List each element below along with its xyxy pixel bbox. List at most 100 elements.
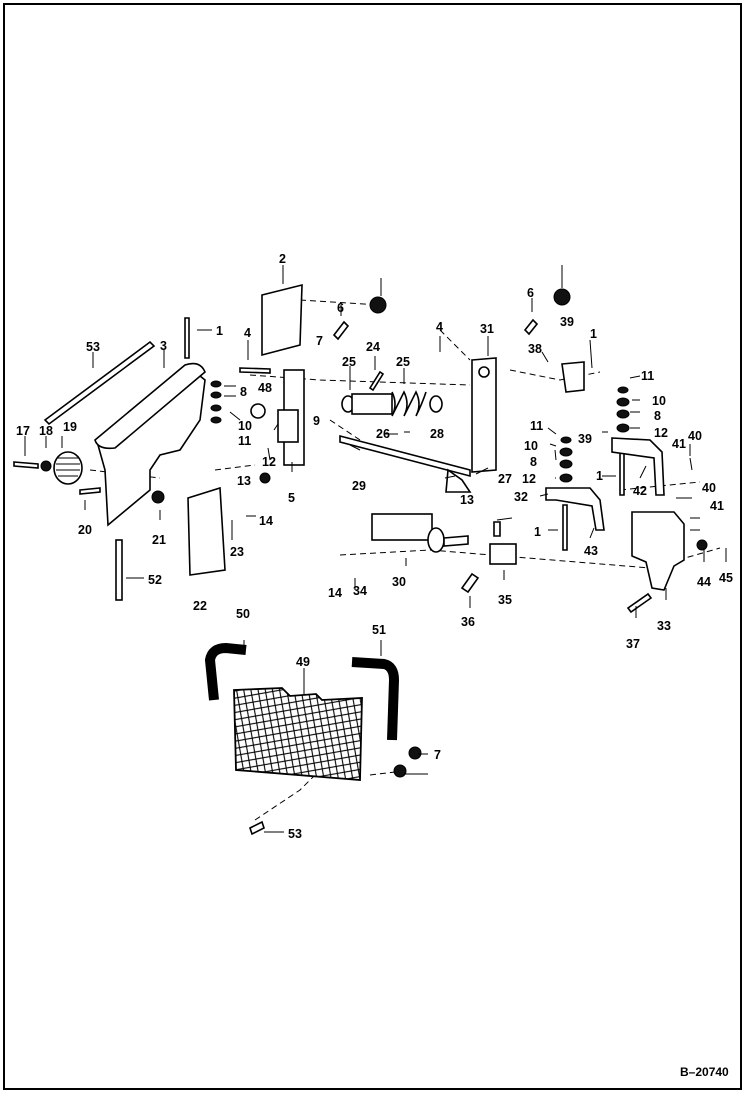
callout-1d: 1 bbox=[534, 525, 541, 539]
callout-14b: 14 bbox=[328, 586, 342, 600]
part-22-bolt bbox=[368, 370, 385, 392]
spacers-right bbox=[559, 386, 630, 483]
part-33-block bbox=[489, 543, 517, 565]
callout-45: 49 bbox=[296, 655, 310, 669]
callout-31: 33 bbox=[657, 619, 671, 633]
callout-10c: 10 bbox=[524, 439, 538, 453]
callouts: 53 3 1 2 4 6 7 24 25 25 48 8 10 11 9 12 … bbox=[16, 252, 733, 841]
callout-6: 6 bbox=[337, 301, 344, 315]
callout-1: 1 bbox=[216, 324, 223, 338]
part-53-grommet-b bbox=[553, 288, 571, 306]
part-19-nut bbox=[151, 490, 165, 504]
callout-6b: 6 bbox=[527, 286, 534, 300]
callout-9: 9 bbox=[313, 414, 320, 428]
part-46-hose-right bbox=[351, 657, 400, 741]
callout-10b: 10 bbox=[652, 394, 666, 408]
callout-22: 24 bbox=[366, 340, 380, 354]
callout-8b: 8 bbox=[654, 409, 661, 423]
callout-19: 21 bbox=[152, 533, 166, 547]
callout-1c: 1 bbox=[596, 469, 603, 483]
callout-43: 45 bbox=[719, 571, 733, 585]
callout-12c: 12 bbox=[522, 472, 536, 486]
callout-42: 44 bbox=[697, 575, 711, 589]
callout-13: 13 bbox=[237, 474, 251, 488]
callout-49: 53 bbox=[288, 827, 302, 841]
part-30-bracket bbox=[545, 487, 605, 531]
callout-40: 41 bbox=[672, 437, 686, 451]
part-48-strip bbox=[43, 340, 156, 426]
callout-24: 25 bbox=[396, 355, 410, 369]
part-34-pin bbox=[460, 572, 480, 594]
callout-20: 22 bbox=[193, 599, 207, 613]
callout-13b: 13 bbox=[460, 493, 474, 507]
part-28-cylinder bbox=[371, 513, 469, 553]
callout-8: 8 bbox=[240, 385, 247, 399]
callout-1b: 1 bbox=[590, 327, 597, 341]
leader-lines bbox=[24, 265, 727, 833]
part-38-bracket bbox=[611, 437, 665, 496]
parts bbox=[13, 283, 708, 836]
callout-36: 38 bbox=[528, 342, 542, 356]
callout-16: 18 bbox=[39, 424, 53, 438]
part-53-grommet bbox=[369, 296, 387, 314]
part-45-screen bbox=[233, 687, 363, 781]
callout-15: 17 bbox=[16, 424, 30, 438]
callout-12b: 12 bbox=[654, 426, 668, 440]
figure-reference: B–20740 bbox=[680, 1065, 729, 1079]
callout-27: 29 bbox=[352, 479, 366, 493]
callout-11c: 11 bbox=[530, 419, 543, 433]
part-18-bolt bbox=[79, 487, 101, 495]
callout-3: 3 bbox=[160, 339, 167, 353]
part-17-roller bbox=[53, 451, 83, 485]
part-52-screw bbox=[493, 521, 501, 537]
callout-5: 5 bbox=[288, 491, 295, 505]
callout-30: 32 bbox=[514, 490, 528, 504]
callout-7: 7 bbox=[316, 334, 323, 348]
part-31-bracket bbox=[631, 511, 685, 591]
part-47-rod bbox=[115, 539, 123, 601]
part-6-clip bbox=[332, 320, 350, 341]
callout-41: 42 bbox=[633, 484, 647, 498]
callout-4: 4 bbox=[244, 326, 251, 340]
callout-41b: 43 bbox=[584, 544, 598, 558]
part-49-bolt bbox=[249, 820, 265, 836]
callout-34: 36 bbox=[461, 615, 475, 629]
part-16-washer bbox=[40, 460, 52, 472]
callout-25b: 27 bbox=[498, 472, 512, 486]
callout-38: 39 bbox=[578, 432, 592, 446]
part-2-gasket bbox=[261, 283, 303, 357]
callout-23: 25 bbox=[342, 355, 356, 369]
callout-26: 28 bbox=[430, 427, 444, 441]
part-7-nut bbox=[408, 746, 422, 760]
callout-4b: 4 bbox=[436, 320, 443, 334]
part-20-gasket bbox=[187, 486, 226, 576]
callout-33: 35 bbox=[498, 593, 512, 607]
callout-10: 10 bbox=[238, 419, 252, 433]
part-42-nut bbox=[696, 539, 708, 551]
callout-17: 19 bbox=[63, 420, 77, 434]
part-27-shaft bbox=[339, 434, 471, 478]
callout-39: 40 bbox=[688, 429, 702, 443]
part-4-bolt bbox=[239, 367, 271, 374]
diagram-frame bbox=[3, 3, 742, 1090]
callout-46b: 51 bbox=[372, 623, 386, 637]
part-1-bolt bbox=[184, 317, 190, 359]
callout-39b: 40 bbox=[702, 481, 716, 495]
part-24-spring bbox=[341, 390, 443, 417]
callout-21: 23 bbox=[230, 545, 244, 559]
callout-40b: 41 bbox=[710, 499, 724, 513]
part-6-clip-b bbox=[523, 318, 539, 336]
callout-18: 20 bbox=[78, 523, 92, 537]
callout-25: 26 bbox=[376, 427, 390, 441]
callout-44: 48 bbox=[258, 381, 272, 395]
callout-32: 34 bbox=[353, 584, 367, 598]
callout-2: 2 bbox=[279, 252, 286, 266]
callout-35: 37 bbox=[626, 637, 640, 651]
callout-48: 53 bbox=[86, 340, 100, 354]
spacers-left bbox=[210, 380, 222, 424]
callout-12: 12 bbox=[262, 455, 276, 469]
part-44-washer bbox=[250, 403, 266, 419]
callout-37: 39 bbox=[560, 315, 574, 329]
callout-46: 50 bbox=[236, 607, 250, 621]
